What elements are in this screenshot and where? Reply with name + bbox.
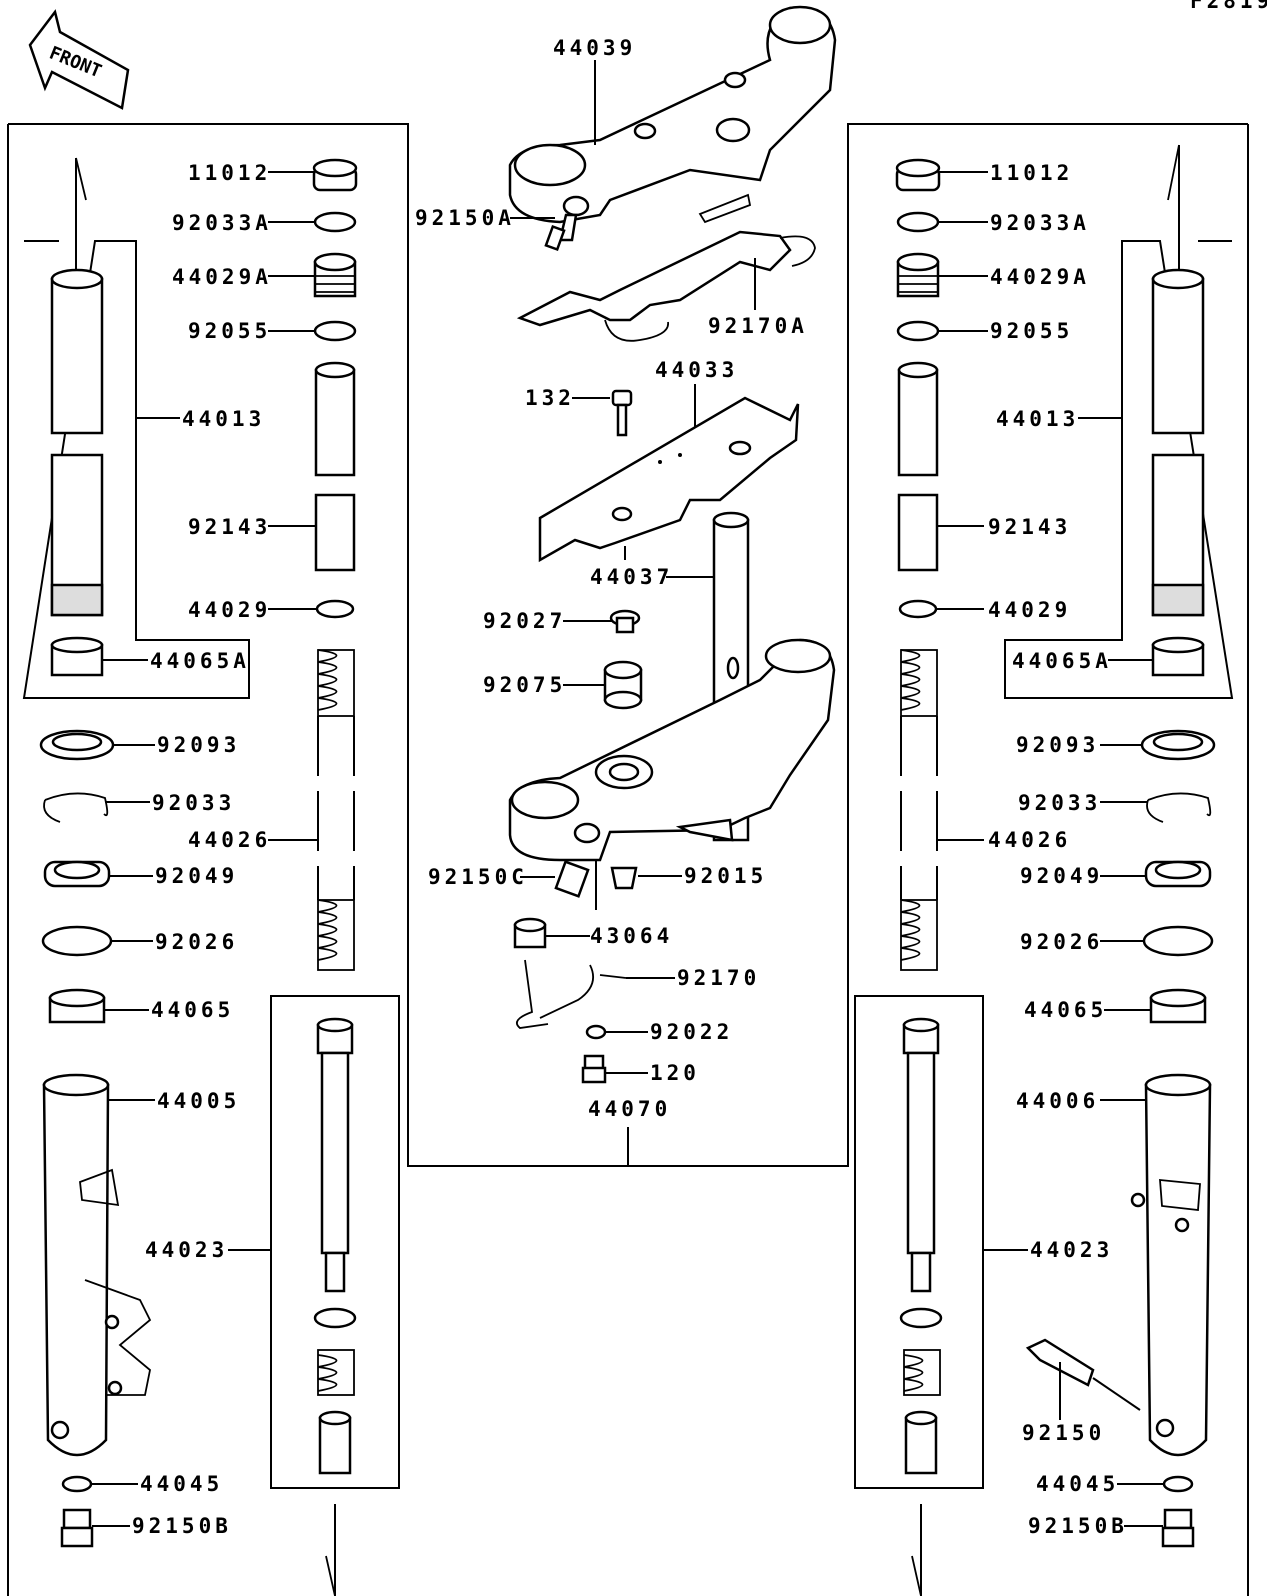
cover-icon xyxy=(538,396,800,563)
nut-92015-icon xyxy=(610,866,638,890)
label-left-spring: 44026 xyxy=(188,828,271,852)
label-left-outer-tube: 44005 xyxy=(157,1089,240,1113)
label-right-oring-a: 92033A xyxy=(990,211,1090,235)
label-right-bottom-bolt: 92150B xyxy=(1028,1514,1128,1538)
label-left-adjuster: 44029A xyxy=(172,265,272,289)
label-grommet: 43064 xyxy=(590,924,673,948)
label-left-cap: 11012 xyxy=(188,161,271,185)
label-left-bottom-bolt: 92150B xyxy=(132,1514,232,1538)
label-right-damper: 44023 xyxy=(1030,1238,1113,1262)
center-leaders xyxy=(510,60,756,1074)
label-left-dust-seal: 92093 xyxy=(157,733,240,757)
label-left-washer: 92026 xyxy=(155,930,238,954)
bolt-132-icon xyxy=(611,389,633,437)
label-right-adjuster: 44029A xyxy=(990,265,1090,289)
label-left-spacer: 92143 xyxy=(188,515,271,539)
label-bushing-92027: 92027 xyxy=(483,609,566,633)
label-bolt-upper: 92150A xyxy=(415,206,515,230)
bolt-lower-icon xyxy=(554,860,590,898)
label-right-spring: 44026 xyxy=(988,828,1071,852)
label-right-guide-bush: 44065A xyxy=(1012,649,1112,673)
bolt-upper-icon xyxy=(544,213,578,252)
label-right-clip: 92033 xyxy=(1018,791,1101,815)
label-right-spacer: 92143 xyxy=(988,515,1071,539)
frame-lines xyxy=(7,123,1249,1596)
label-right-outer-tube: 44006 xyxy=(1016,1089,1099,1113)
label-right-axle-bolt: 92150 xyxy=(1022,1421,1105,1445)
washer-92022-icon xyxy=(585,1024,607,1040)
label-right-cap: 11012 xyxy=(990,161,1073,185)
label-steering-stem: 44037 xyxy=(590,565,673,589)
label-left-spring-seat: 44029 xyxy=(188,598,271,622)
grommet-icon xyxy=(513,917,547,949)
left-leaders xyxy=(91,171,318,1527)
label-upper-bracket: 44039 xyxy=(553,36,636,60)
label-assembly: 44070 xyxy=(588,1097,671,1121)
label-left-damper: 44023 xyxy=(145,1238,228,1262)
damper-92075-icon xyxy=(603,660,643,710)
label-damper-92075: 92075 xyxy=(483,673,566,697)
label-left-clip: 92033 xyxy=(152,791,235,815)
label-left-bush: 44065 xyxy=(151,998,234,1022)
clamp-lower-icon xyxy=(516,959,627,1029)
left-fork-parts xyxy=(39,158,358,1548)
label-left-inner-tube: 44013 xyxy=(182,407,265,431)
right-fork-parts xyxy=(895,158,1216,1548)
right-leaders xyxy=(936,171,1164,1527)
label-cover: 44033 xyxy=(655,358,738,382)
label-right-oil-seal: 92049 xyxy=(1020,864,1103,888)
label-left-oring-a: 92033A xyxy=(172,211,272,235)
label-left-oring: 92055 xyxy=(188,319,271,343)
label-right-gasket: 44045 xyxy=(1036,1472,1119,1496)
label-washer-92022: 92022 xyxy=(650,1020,733,1044)
label-right-spring-seat: 44029 xyxy=(988,598,1071,622)
label-left-guide-bush: 44065A xyxy=(150,649,250,673)
label-bolt-lower: 92150C xyxy=(428,865,528,889)
upper-bracket-icon xyxy=(508,5,837,224)
label-bolt-132: 132 xyxy=(525,386,575,410)
label-clamp-upper: 92170A xyxy=(708,314,808,338)
label-right-dust-seal: 92093 xyxy=(1016,733,1099,757)
label-right-bush: 44065 xyxy=(1024,998,1107,1022)
label-nut-92015: 92015 xyxy=(684,864,767,888)
bolt-120-icon xyxy=(581,1054,607,1084)
label-clamp-lower: 92170 xyxy=(677,966,760,990)
label-right-oring: 92055 xyxy=(990,319,1073,343)
label-right-washer: 92026 xyxy=(1020,930,1103,954)
corner-code: F2819 xyxy=(1190,0,1267,13)
lower-bracket-icon xyxy=(508,638,836,862)
label-left-gasket: 44045 xyxy=(140,1472,223,1496)
bushing-92027-icon xyxy=(609,609,641,634)
label-bolt-120: 120 xyxy=(650,1061,700,1085)
label-left-oil-seal: 92049 xyxy=(155,864,238,888)
label-right-inner-tube: 44013 xyxy=(996,407,1079,431)
front-arrow-icon: FRONT xyxy=(28,9,130,110)
